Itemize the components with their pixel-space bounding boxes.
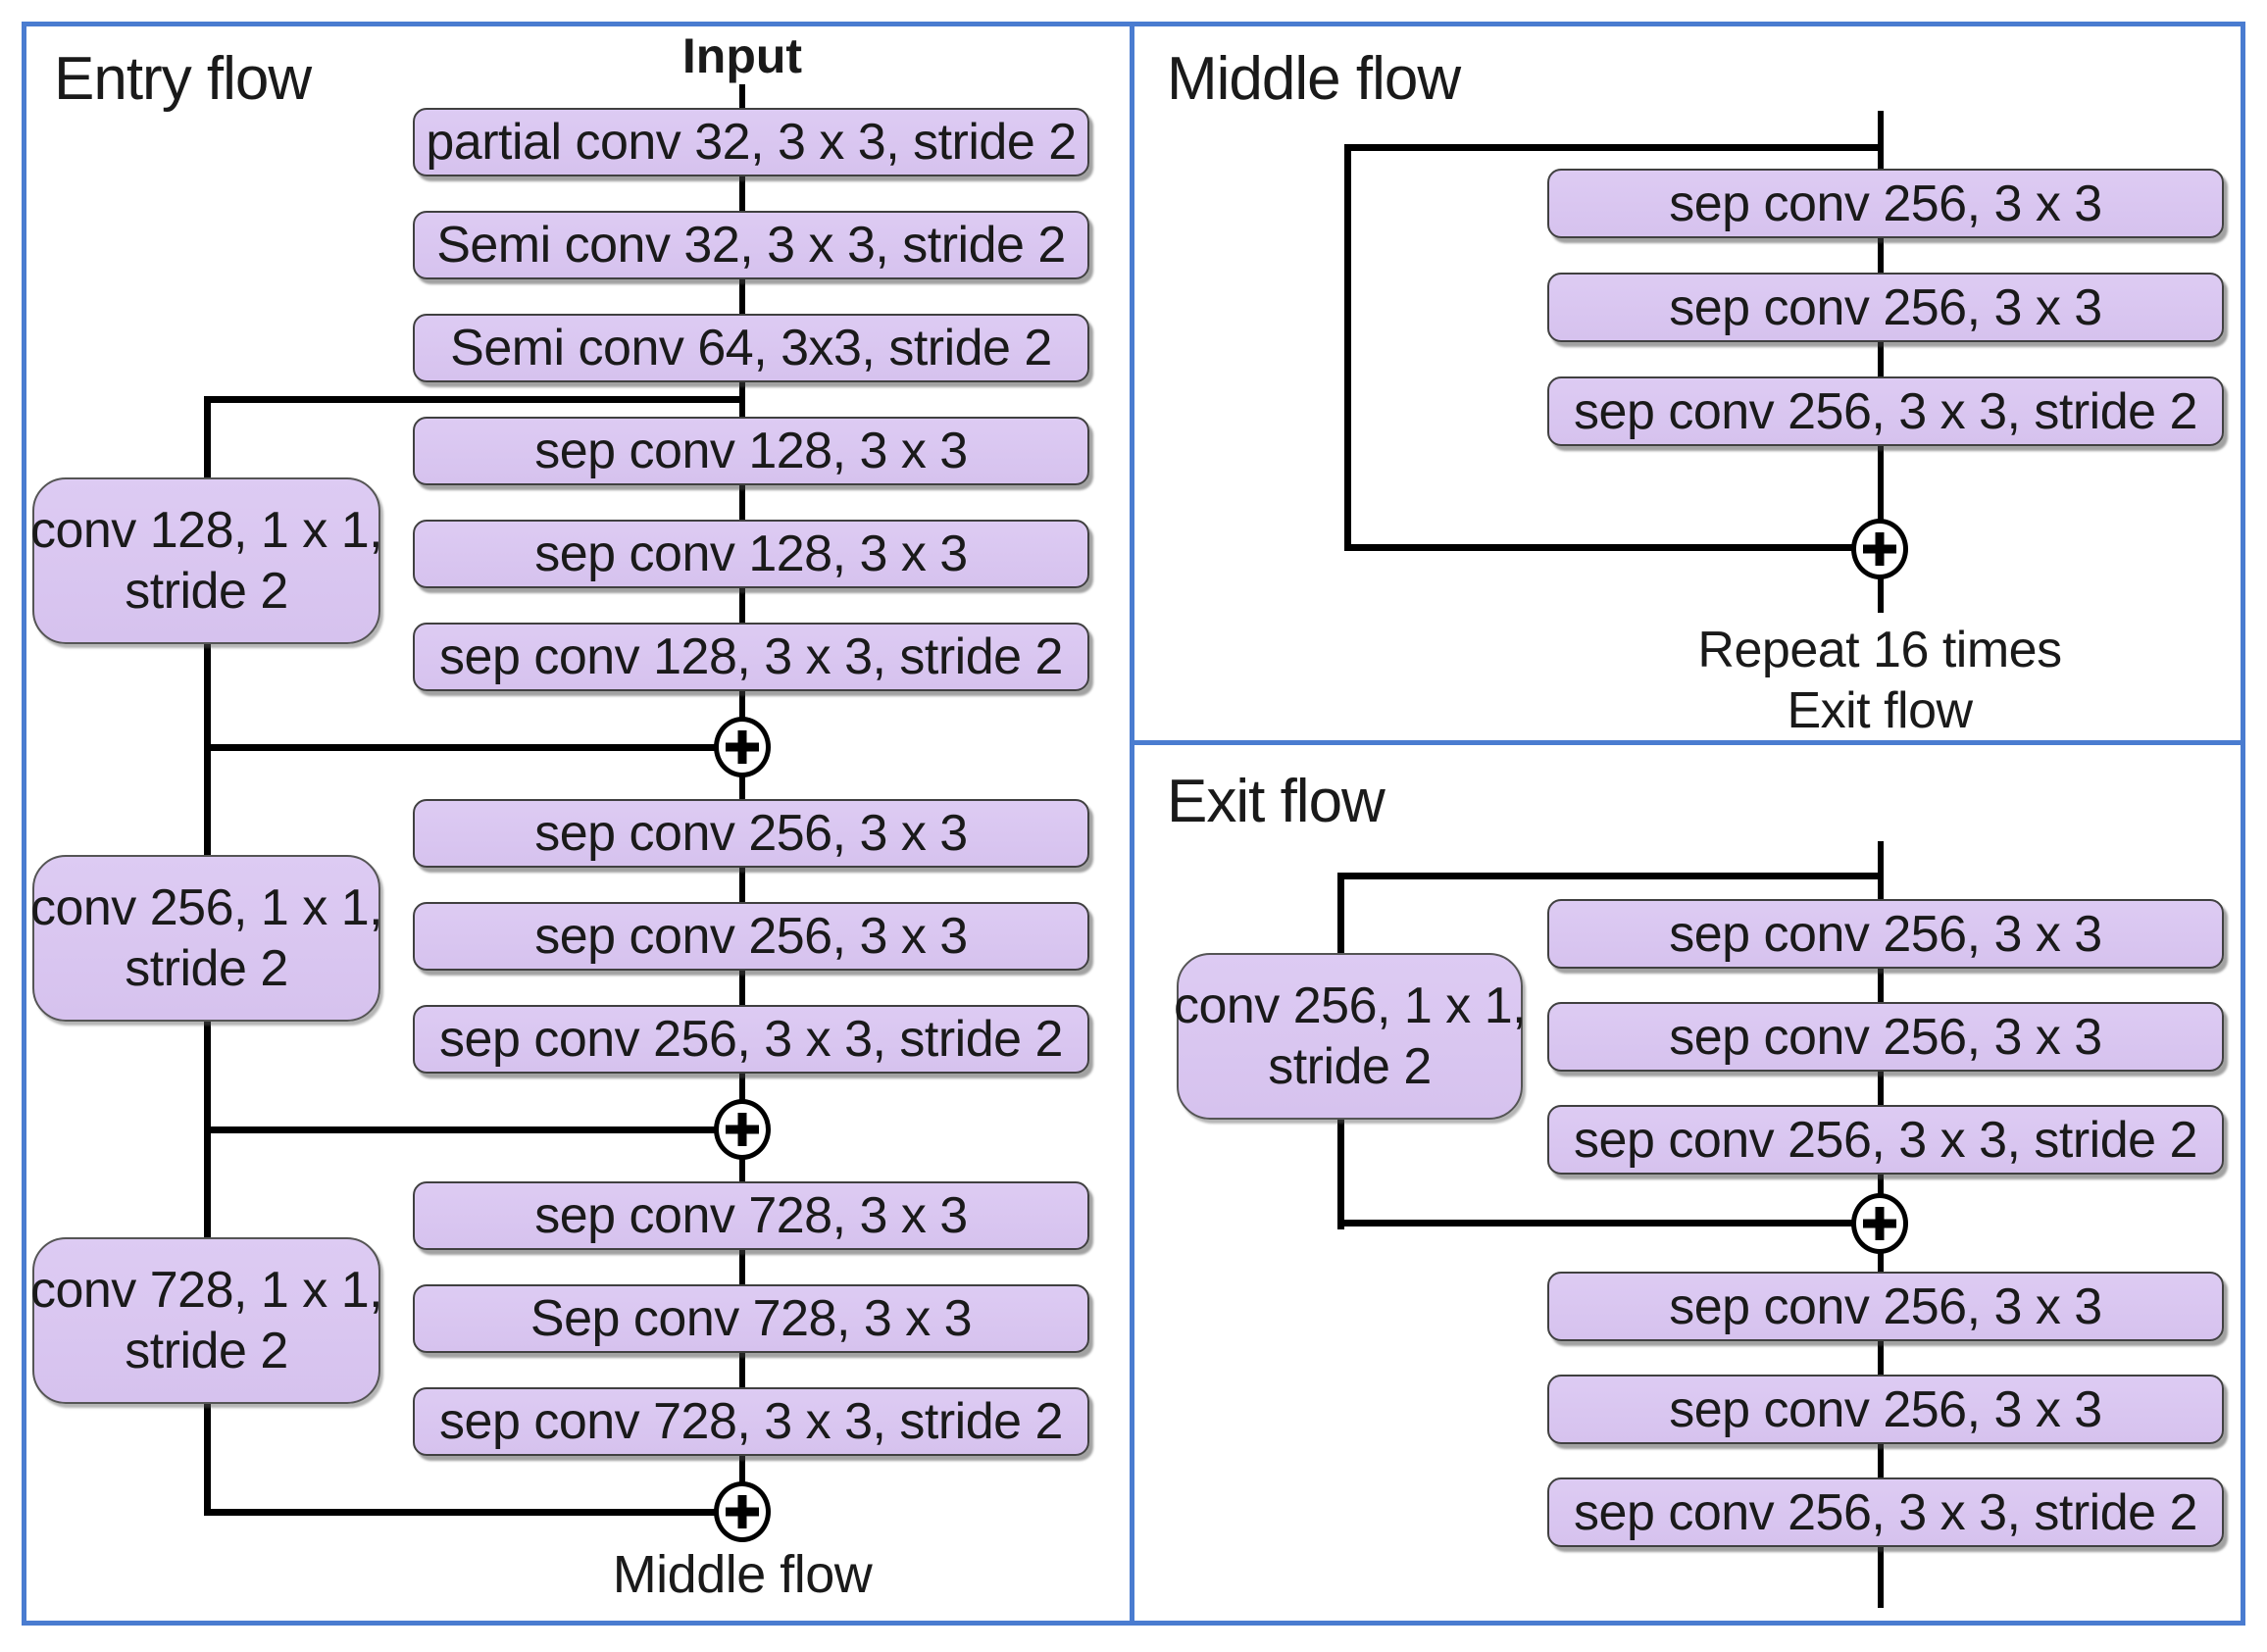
conv-box: sep conv 256, 3 x 3: [1547, 1002, 2224, 1072]
conv-box: sep conv 256, 3 x 3: [1547, 1272, 2224, 1341]
panel-divider-horizontal: [1134, 740, 2245, 745]
conv-box: partial conv 32, 3 x 3, stride 2: [413, 108, 1089, 176]
entry-skip3-merge-line: [204, 1509, 718, 1516]
skip-conv-box: conv 728, 1 x 1, stride 2: [29, 1237, 383, 1404]
entry-skip2-merge-line: [204, 1126, 718, 1133]
conv-box: sep conv 256, 3 x 3: [1547, 169, 2224, 238]
middle-exit-caption: Exit flow: [1787, 682, 1973, 739]
conv-box: sep conv 728, 3 x 3: [413, 1181, 1089, 1250]
skip-conv-line2: stride 2: [125, 1323, 288, 1379]
skip-conv-line2: stride 2: [125, 563, 288, 620]
exit-skip-merge-line: [1337, 1220, 1855, 1226]
skip-conv-box: conv 128, 1 x 1, stride 2: [29, 477, 383, 644]
entry-skip1-branch-line: [208, 396, 745, 403]
entry-skip1-merge-line: [204, 744, 718, 751]
middle-repeat-caption: Repeat 16 times: [1697, 622, 2062, 678]
skip-conv-line2: stride 2: [1268, 1038, 1432, 1095]
middle-flow-title: Middle flow: [1167, 45, 1461, 113]
skip-conv-line1: conv 728, 1 x 1,: [29, 1261, 383, 1319]
conv-box: Sep conv 728, 3 x 3: [413, 1284, 1089, 1353]
conv-box: sep conv 128, 3 x 3: [413, 520, 1089, 588]
conv-box: sep conv 256, 3 x 3: [1547, 273, 2224, 342]
conv-box: sep conv 256, 3 x 3, stride 2: [1547, 1477, 2224, 1547]
middle-skip-vertical-line: [1344, 144, 1351, 551]
plus-icon: [714, 1481, 771, 1542]
entry-output-label: Middle flow: [612, 1545, 873, 1604]
plus-icon: [1851, 519, 1908, 579]
conv-box: sep conv 256, 3 x 3: [1547, 899, 2224, 969]
conv-box: Semi conv 32, 3 x 3, stride 2: [413, 211, 1089, 279]
conv-box: sep conv 128, 3 x 3: [413, 417, 1089, 485]
middle-skip-merge-line: [1344, 544, 1855, 551]
exit-flow-title: Exit flow: [1167, 768, 1385, 835]
skip-conv-line2: stride 2: [125, 940, 288, 997]
skip-conv-box: conv 256, 1 x 1, stride 2: [29, 855, 383, 1022]
conv-box: sep conv 256, 3 x 3, stride 2: [1547, 376, 2224, 446]
middle-skip-branch-line: [1344, 144, 1884, 151]
panel-divider-vertical: [1130, 22, 1134, 1626]
conv-box: Semi conv 64, 3x3, stride 2: [413, 314, 1089, 382]
skip-conv-line1: conv 128, 1 x 1,: [29, 501, 383, 559]
plus-icon: [714, 1099, 771, 1160]
conv-box: sep conv 256, 3 x 3, stride 2: [413, 1005, 1089, 1074]
skip-conv-line1: conv 256, 1 x 1,: [29, 878, 383, 936]
plus-icon: [1851, 1193, 1908, 1254]
conv-box: sep conv 128, 3 x 3, stride 2: [413, 623, 1089, 691]
conv-box: sep conv 256, 3 x 3, stride 2: [1547, 1105, 2224, 1175]
middle-main-connector-line: [1878, 111, 1884, 613]
entry-input-label: Input: [681, 28, 803, 83]
conv-box: sep conv 728, 3 x 3, stride 2: [413, 1387, 1089, 1456]
conv-box: sep conv 256, 3 x 3: [413, 902, 1089, 971]
plus-icon: [714, 717, 771, 777]
exit-skip-branch-line: [1337, 873, 1884, 879]
entry-flow-title: Entry flow: [54, 45, 312, 113]
conv-box: sep conv 256, 3 x 3: [1547, 1375, 2224, 1444]
conv-box: sep conv 256, 3 x 3: [413, 799, 1089, 868]
skip-conv-line1: conv 256, 1 x 1,: [1173, 976, 1527, 1034]
skip-conv-box: conv 256, 1 x 1, stride 2: [1173, 953, 1527, 1120]
